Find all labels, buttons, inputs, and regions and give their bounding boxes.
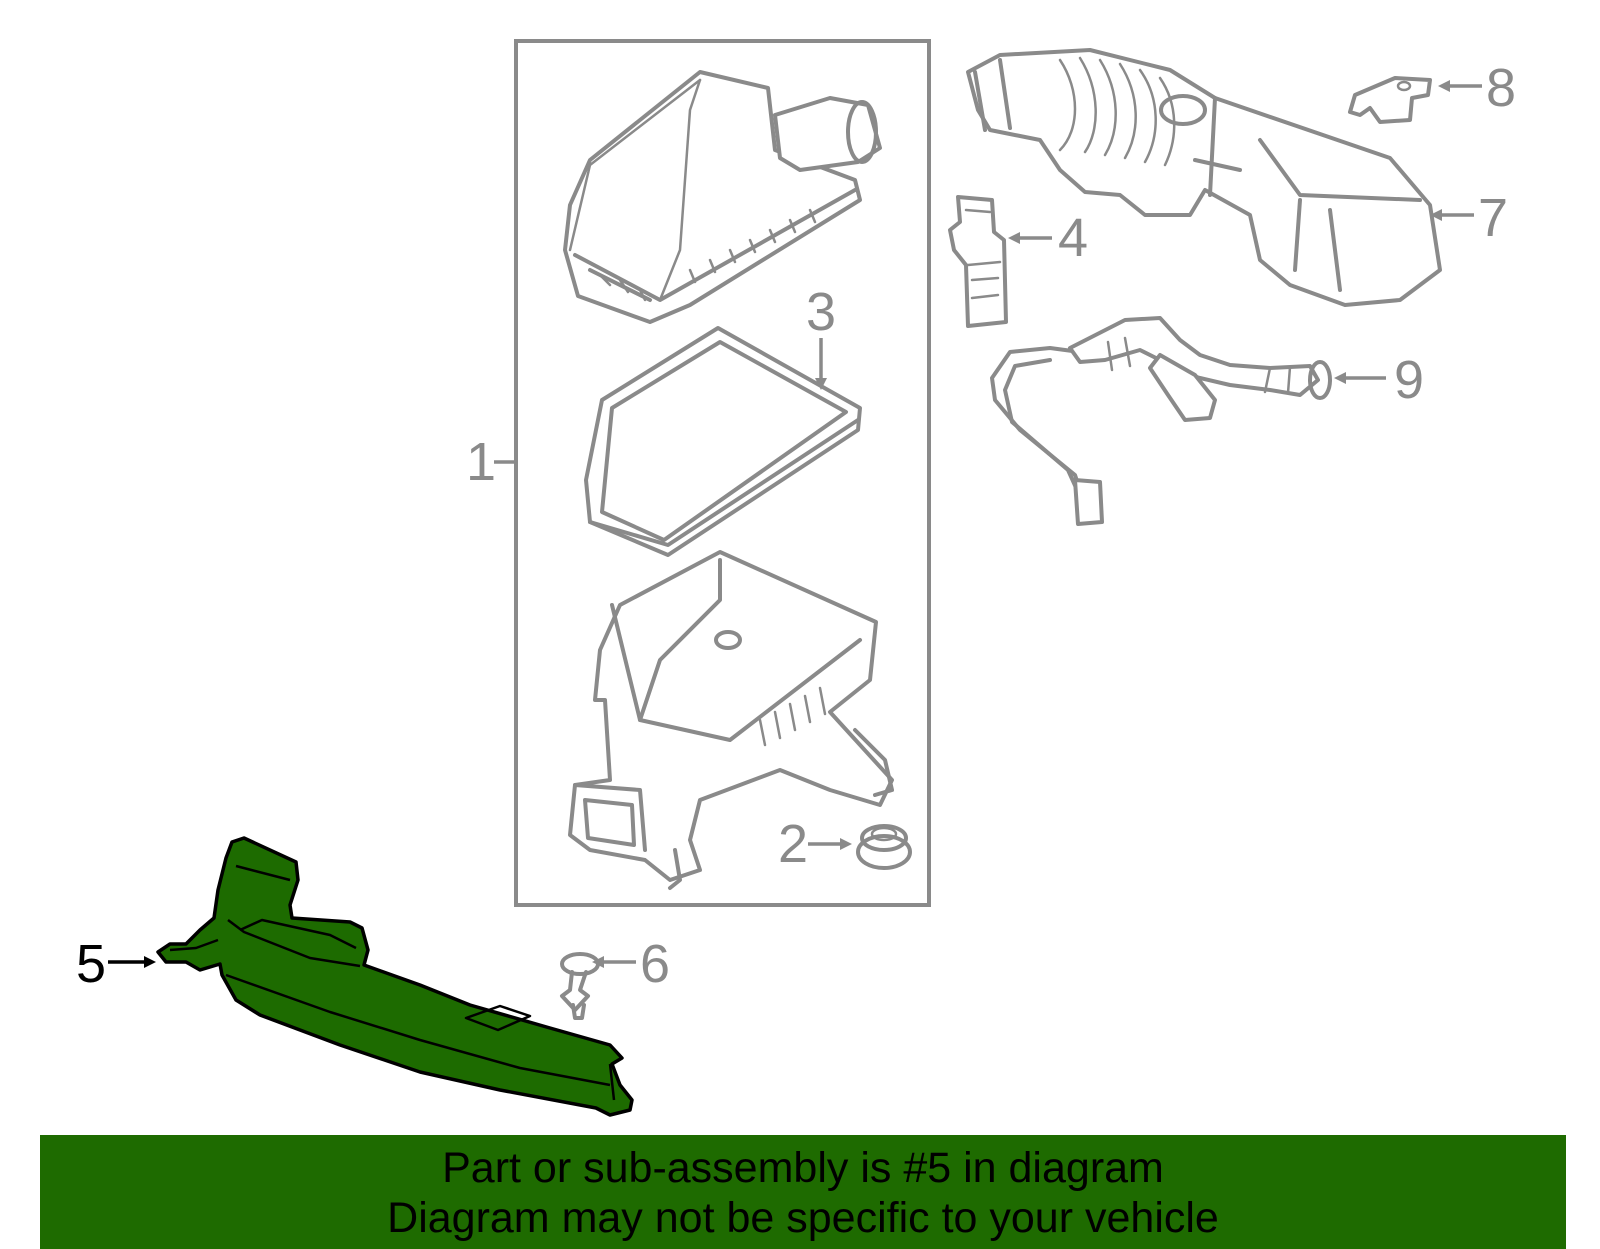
callout-8: 8 — [1438, 58, 1516, 118]
svg-text:7: 7 — [1478, 188, 1508, 248]
assembly-frame — [514, 39, 931, 907]
info-banner: Part or sub-assembly is #5 in diagram Di… — [40, 1135, 1566, 1249]
callout-6: 6 — [592, 934, 670, 994]
callout-7: 7 — [1430, 188, 1508, 248]
callout-4: 4 — [1008, 208, 1088, 268]
callout-5: 5 — [76, 934, 156, 994]
vent-hose — [990, 316, 1332, 526]
callout-3: 3 — [806, 282, 836, 390]
svg-text:8: 8 — [1486, 58, 1516, 118]
callout-9: 9 — [1334, 350, 1424, 410]
intake-duct — [966, 48, 1442, 307]
highlighted-part-5 — [156, 836, 634, 1117]
push-pin-clip — [560, 952, 600, 1020]
grommet — [856, 824, 912, 870]
banner-line-disclaimer: Diagram may not be specific to your vehi… — [387, 1194, 1219, 1242]
svg-text:9: 9 — [1394, 350, 1424, 410]
air-cleaner-cover — [563, 70, 882, 324]
banner-line-part-number: Part or sub-assembly is #5 in diagram — [442, 1144, 1164, 1192]
svg-text:1: 1 — [466, 432, 496, 492]
bracket — [1348, 76, 1432, 124]
air-filter-element — [584, 326, 862, 557]
svg-text:6: 6 — [640, 934, 670, 994]
air-cleaner-lower-housing — [568, 550, 894, 890]
callout-1: 1 — [466, 432, 516, 492]
svg-text:4: 4 — [1058, 208, 1088, 268]
svg-text:5: 5 — [76, 934, 106, 994]
maf-sensor — [948, 195, 1008, 328]
svg-text:2: 2 — [778, 814, 808, 874]
callout-2: 2 — [778, 814, 852, 874]
svg-text:3: 3 — [806, 282, 836, 342]
